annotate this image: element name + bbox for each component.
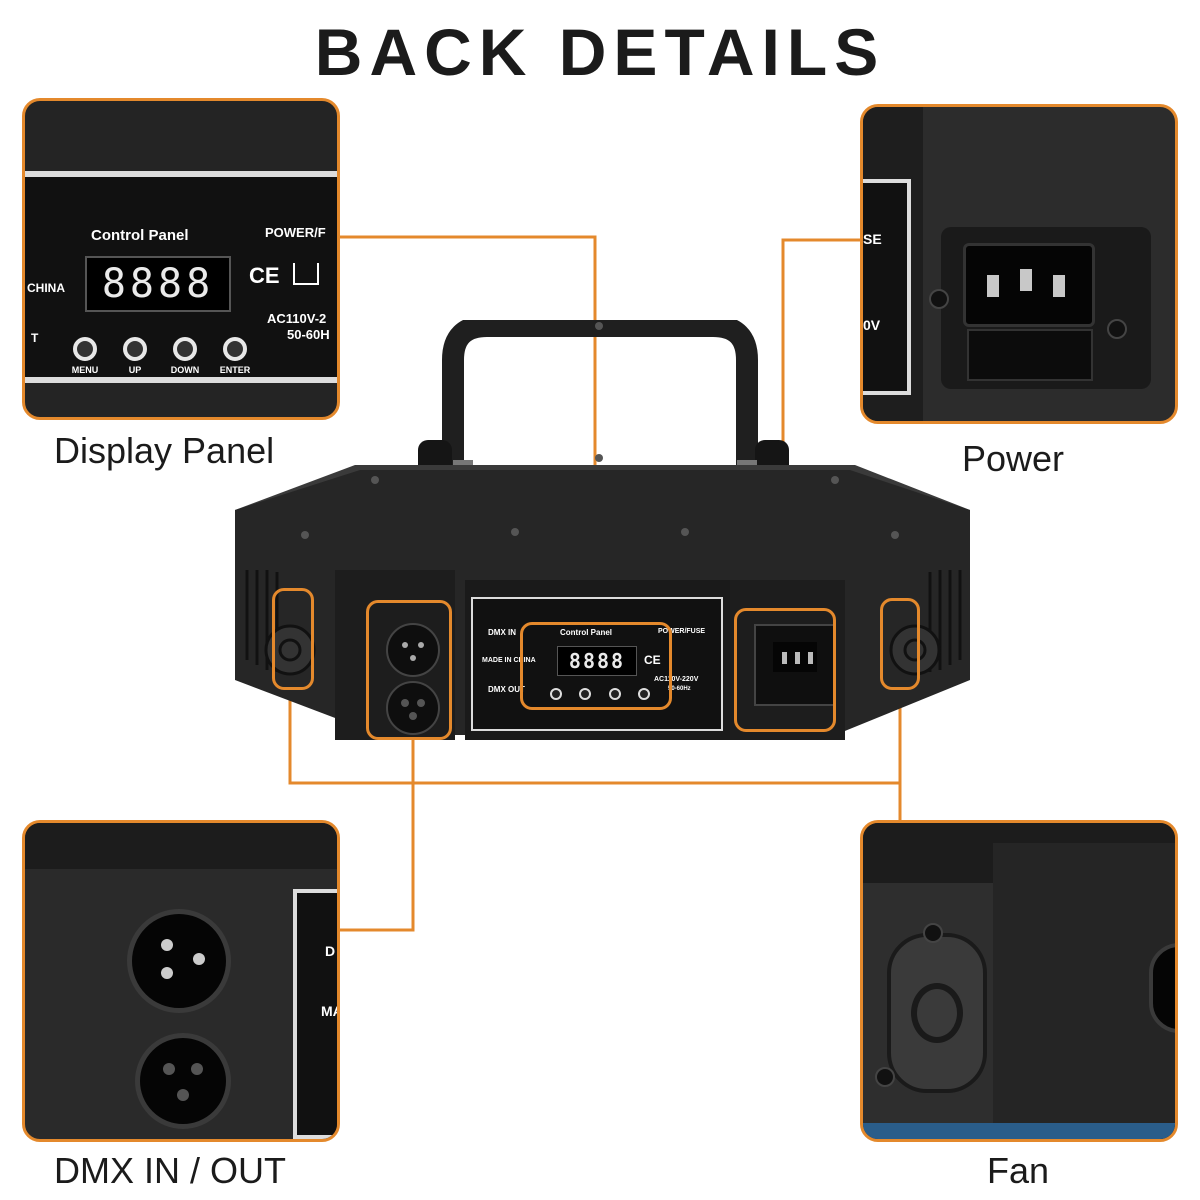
zoom-menu-group: MENU: [65, 337, 105, 375]
zoom-fuse-text: SE: [863, 231, 882, 247]
zoom-power-fuse-label: POWER/F: [265, 225, 326, 240]
highlight-fan-right: [880, 598, 920, 690]
ce-mark: CE: [644, 653, 661, 667]
zoom-display-strip-top: [25, 171, 337, 177]
dmx-out-label: DMX OUT: [488, 685, 525, 694]
zoom-enter-group: ENTER: [215, 337, 255, 375]
zoom-power: SE 0V: [860, 104, 1178, 424]
control-panel-label: Control Panel: [560, 628, 613, 637]
dmx-in-label: DMX IN: [488, 628, 516, 637]
zoom-ce-mark: CE: [249, 263, 280, 288]
zoom-up-button[interactable]: [123, 337, 147, 361]
xlr-female-hole-1: [163, 1063, 175, 1075]
zoom-led-display: 8888: [85, 256, 231, 312]
caption-display-panel: Display Panel: [54, 430, 275, 471]
zoom-dmx-top: [25, 823, 337, 869]
xlr-male-pin-1: [161, 939, 173, 951]
zoom-down-label: DOWN: [170, 365, 200, 375]
screw-left: [929, 289, 949, 309]
zoom-fan-blue-edge: [863, 1123, 1175, 1139]
made-in-label: MADE IN CHINA: [482, 657, 536, 664]
zoom-control-panel-label: Control Panel: [91, 227, 189, 244]
zoom-dmx-text-top: D: [325, 943, 336, 959]
enter-button[interactable]: [637, 688, 650, 700]
screw-right: [1107, 319, 1127, 339]
voltage-label: AC110V-220V: [654, 676, 699, 683]
light-fixture: [235, 320, 970, 740]
zoom-buttons-row: MENU UP DOWN ENTER: [65, 337, 255, 375]
socket-pin-3: [1053, 275, 1065, 297]
zoom-fan-side: [993, 843, 1175, 1139]
socket-pin-2: [1020, 269, 1032, 291]
zoom-voltage-label: AC110V-2: [267, 311, 327, 326]
fan-grille-ring: [911, 983, 963, 1043]
up-button[interactable]: [579, 688, 592, 700]
zoom-dmx-text-mid: MA: [321, 1003, 337, 1019]
zoom-enter-label: ENTER: [219, 365, 251, 375]
menu-button[interactable]: [550, 688, 562, 700]
zoom-menu-label: MENU: [71, 365, 99, 375]
zoom-menu-button[interactable]: [73, 337, 97, 361]
zoom-china-label: CHINA: [27, 281, 65, 295]
zoom-enter-button[interactable]: [223, 337, 247, 361]
zoom-dmx-sticker: [293, 889, 337, 1139]
center-panel-label: DMX IN MADE IN CHINA DMX OUT Control Pan…: [472, 598, 722, 730]
zoom-up-group: UP: [115, 337, 155, 375]
socket-pin-1: [987, 275, 999, 297]
zoom-display-panel: Control Panel POWER/F CHINA T 8888 CE AC…: [22, 98, 340, 420]
fan-screw-top: [923, 923, 943, 943]
zoom-volt-text: 0V: [863, 317, 881, 333]
fan-screw-bottom: [875, 1067, 895, 1087]
zoom-down-group: DOWN: [165, 337, 205, 375]
caption-dmx: DMX IN / OUT: [54, 1150, 286, 1191]
caption-fan: Fan: [987, 1150, 1050, 1191]
xlr-female-connector: [135, 1033, 231, 1129]
zoom-power-sticker: [863, 179, 911, 395]
zoom-up-label: UP: [128, 365, 142, 375]
zoom-fan-connector: [1149, 943, 1175, 1033]
zoom-frequency-label: 50-60H: [287, 327, 330, 342]
highlight-dmx: [366, 600, 452, 740]
highlight-fan-left: [272, 588, 314, 690]
led-display: 8888: [557, 646, 637, 676]
down-button[interactable]: [608, 688, 621, 700]
xlr-male-pin-2: [161, 967, 173, 979]
zoom-display-strip-bottom: [25, 377, 337, 383]
panel-buttons: [550, 688, 650, 702]
highlight-control-panel: [520, 622, 672, 710]
xlr-male-connector: [127, 909, 231, 1013]
zoom-out-label: T: [31, 331, 39, 345]
highlight-power: [734, 608, 836, 732]
zoom-home-icon: [293, 263, 319, 285]
zoom-fan: [860, 820, 1178, 1142]
zoom-down-button[interactable]: [173, 337, 197, 361]
page-title: BACK DETAILS: [314, 15, 886, 89]
xlr-female-hole-2: [191, 1063, 203, 1075]
zoom-dmx: D MA: [22, 820, 340, 1142]
frequency-label: 50-60Hz: [668, 686, 691, 692]
caption-power: Power: [962, 438, 1065, 479]
power-fuse-label: POWER/FUSE: [658, 628, 706, 635]
fuse-drawer: [967, 329, 1093, 381]
xlr-male-pin-3: [193, 953, 205, 965]
xlr-female-hole-3: [177, 1089, 189, 1101]
